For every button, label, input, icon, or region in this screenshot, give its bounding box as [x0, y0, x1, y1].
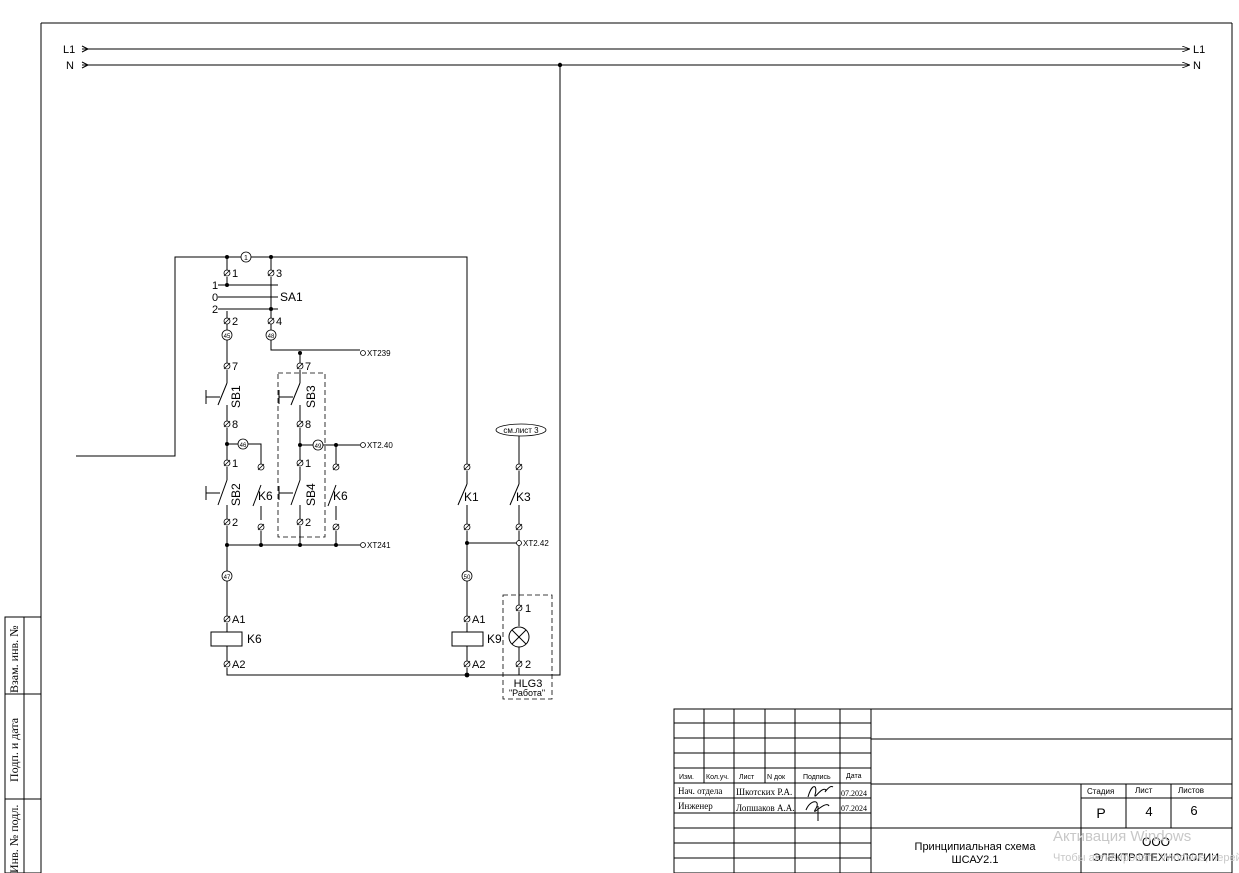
k3-label: K3: [516, 490, 531, 504]
tb-sheets-header: Листов: [1178, 786, 1204, 795]
sb3-sb4-enclosure: [277, 372, 326, 538]
bus-n-right: N: [1193, 60, 1201, 72]
tb-org-line2: ЭЛЕКТРОТЕХНОЛОГИИ: [1093, 852, 1219, 864]
k1-k3-contacts: [457, 483, 520, 506]
side-stamp-replacement: Взам. инв. №: [7, 625, 21, 693]
bus-n-left: N: [66, 60, 74, 72]
xt241-label: XT241: [367, 541, 391, 550]
node-markers: [221, 251, 473, 582]
node-46: 46: [240, 443, 247, 449]
sheet-ref-bubble: [495, 423, 547, 437]
terminal-slashes: [223, 269, 523, 668]
sa1-position-2: 2: [212, 304, 218, 316]
bus-l1-right: L1: [1193, 44, 1205, 56]
lamp-icon: [508, 626, 530, 648]
tb-row1-name: Шкотских Р.А.: [736, 787, 792, 797]
tb-sheet: 4: [1145, 804, 1152, 819]
sb4-terminal-1: 1: [305, 458, 311, 470]
sa1-terminal-4: 4: [276, 316, 282, 328]
n-junction: [557, 62, 563, 68]
tb-sheet-header: Лист: [1135, 786, 1153, 795]
sa1-position-0: 0: [212, 292, 218, 304]
tb-org-line1: ООО: [1142, 835, 1170, 849]
title-block-grid: [673, 708, 1233, 873]
tb-title-line1: Принципиальная схема: [915, 841, 1037, 853]
xt242-label: XT2.42: [523, 539, 549, 548]
k9-coil-a1: A1: [472, 614, 485, 626]
node-45: 45: [224, 334, 231, 340]
sa1-label: SA1: [280, 290, 303, 304]
tb-row2-date: 07.2024: [841, 804, 867, 813]
side-stamp: [4, 616, 42, 873]
tb-stage-header: Стадия: [1087, 787, 1114, 796]
side-stamp-sign-date: Подп. и дата: [7, 717, 21, 782]
junction-dots: [225, 255, 470, 678]
lamp-terminal-1: 1: [525, 603, 531, 615]
sb2-label: SB2: [229, 483, 243, 506]
sheet-ref-label: см.лист 3: [503, 426, 539, 435]
push-buttons: [205, 382, 337, 520]
k9-coil-label: K9: [487, 632, 502, 646]
sa1-terminal-2: 2: [232, 316, 238, 328]
k6-coil-a1: A1: [232, 614, 245, 626]
k1-label: K1: [464, 490, 479, 504]
k6-coil: [210, 631, 243, 647]
node-48: 48: [268, 334, 275, 340]
sa1-terminal-1: 1: [232, 268, 238, 280]
k6-coil-a2: A2: [232, 659, 245, 671]
lamp-caption: "Работа": [509, 688, 545, 698]
lamp-enclosure: [502, 594, 553, 700]
sb3-label: SB3: [304, 385, 318, 408]
sb1-terminal-8: 8: [232, 419, 238, 431]
k6-coil-label: K6: [247, 632, 262, 646]
tb-header-change: Изм.: [679, 774, 694, 781]
xt239-label: XT239: [367, 349, 391, 358]
node-50: 50: [464, 575, 471, 581]
watermark-line2: Чтобы активировать Windows, перейдите в …: [1053, 852, 1239, 864]
sb4-terminal-2: 2: [305, 517, 311, 529]
sb3-terminal-8: 8: [305, 419, 311, 431]
signature-marks: [805, 786, 834, 821]
node-1: 1: [244, 255, 248, 262]
lamp-terminal-2: 2: [525, 659, 531, 671]
sb1-terminal-7: 7: [232, 361, 238, 373]
tb-row1-role: Нач. отдела: [678, 786, 722, 796]
tb-stage: Р: [1096, 805, 1105, 821]
sa1-position-1: 1: [212, 280, 218, 292]
power-bus: [81, 45, 1190, 676]
tb-row2-name: Лопшаков А.А.: [736, 803, 795, 813]
side-stamp-original: Инв. № подл.: [7, 805, 21, 873]
k9-coil-a2: A2: [472, 659, 485, 671]
sb4-label: SB4: [304, 483, 318, 506]
tb-row1-date: 07.2024: [841, 789, 867, 798]
sb1-label: SB1: [229, 385, 243, 408]
tb-header-signature: Подпись: [803, 774, 831, 781]
tb-header-sheet: Лист: [739, 774, 755, 781]
xt240-label: XT2.40: [367, 441, 393, 450]
node-49: 49: [315, 444, 322, 450]
sa1-terminal-3: 3: [276, 268, 282, 280]
tb-sheets: 6: [1190, 803, 1197, 818]
tb-title-line2: ШСАУ2.1: [952, 854, 999, 866]
terminal-circles: [223, 269, 523, 668]
sb2-terminal-1: 1: [232, 458, 238, 470]
tb-row2-role: Инженер: [678, 801, 713, 811]
lamp-label: HLG3: [514, 678, 543, 690]
sb3-terminal-7: 7: [305, 361, 311, 373]
tb-header-date: Дата: [846, 773, 862, 780]
tb-header-doc: N док: [767, 774, 786, 781]
watermark-line1: Активация Windows: [1053, 828, 1191, 845]
k9-coil: [451, 631, 484, 647]
k6-contact-label-b: K6: [333, 489, 348, 503]
bus-l1-left: L1: [63, 44, 75, 56]
k6-contact-label-a: K6: [258, 489, 273, 503]
tb-header-count: Кол.уч.: [706, 774, 729, 781]
sb2-terminal-2: 2: [232, 517, 238, 529]
drawing-frame: [40, 22, 1233, 873]
node-47: 47: [224, 575, 231, 581]
